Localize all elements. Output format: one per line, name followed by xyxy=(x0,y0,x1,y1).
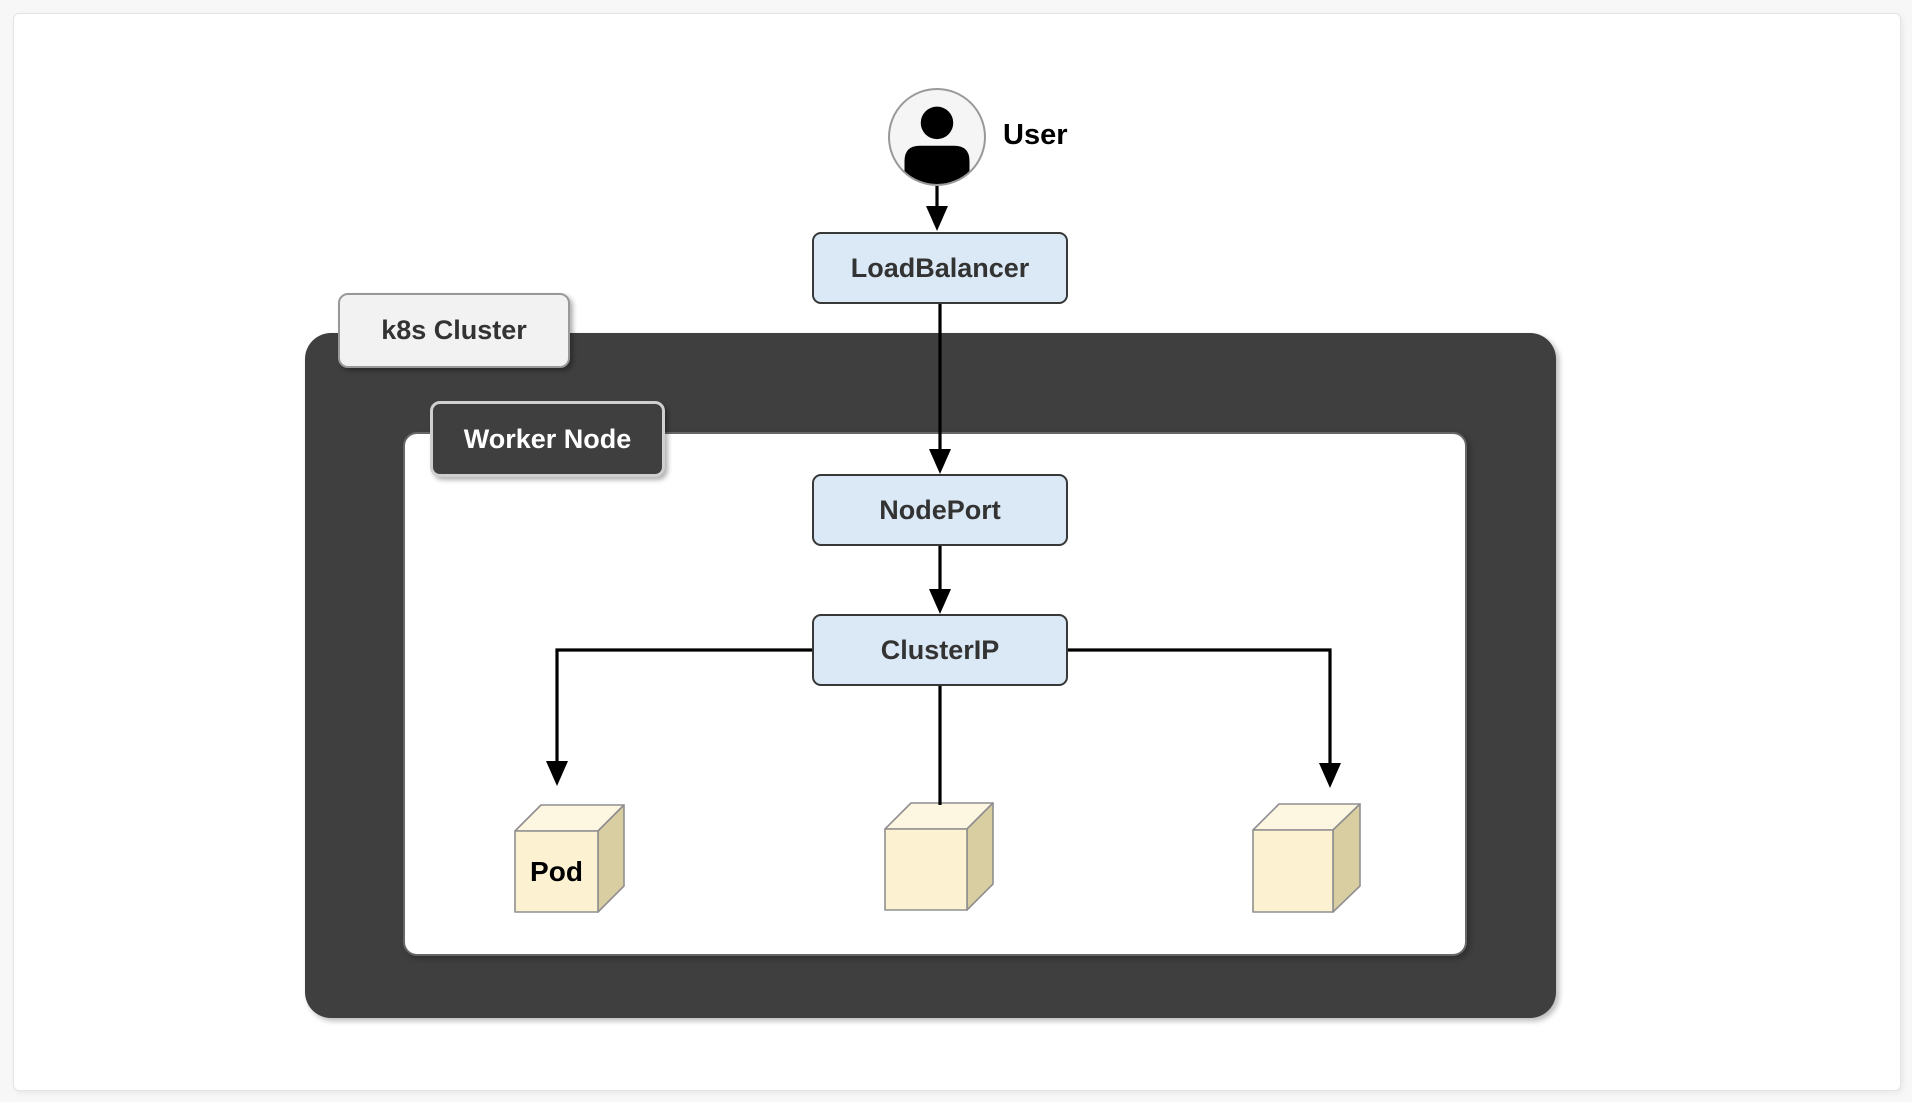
loadbalancer-label: LoadBalancer xyxy=(850,252,1030,283)
nodeport-label: NodePort xyxy=(879,494,1001,525)
user-label: User xyxy=(1003,119,1068,151)
clusterip-node: ClusterIP xyxy=(812,614,1068,686)
k8s-cluster-label: k8s Cluster xyxy=(338,293,570,368)
worker-node-label-text: Worker Node xyxy=(463,423,632,454)
worker-node-label: Worker Node xyxy=(430,401,665,477)
pod-label: Pod xyxy=(530,855,583,887)
loadbalancer-node: LoadBalancer xyxy=(812,232,1068,304)
clusterip-label: ClusterIP xyxy=(880,634,1000,665)
user-icon xyxy=(888,88,986,186)
k8s-cluster-label-text: k8s Cluster xyxy=(381,315,527,345)
person-icon xyxy=(904,106,970,184)
nodeport-node: NodePort xyxy=(812,474,1068,546)
